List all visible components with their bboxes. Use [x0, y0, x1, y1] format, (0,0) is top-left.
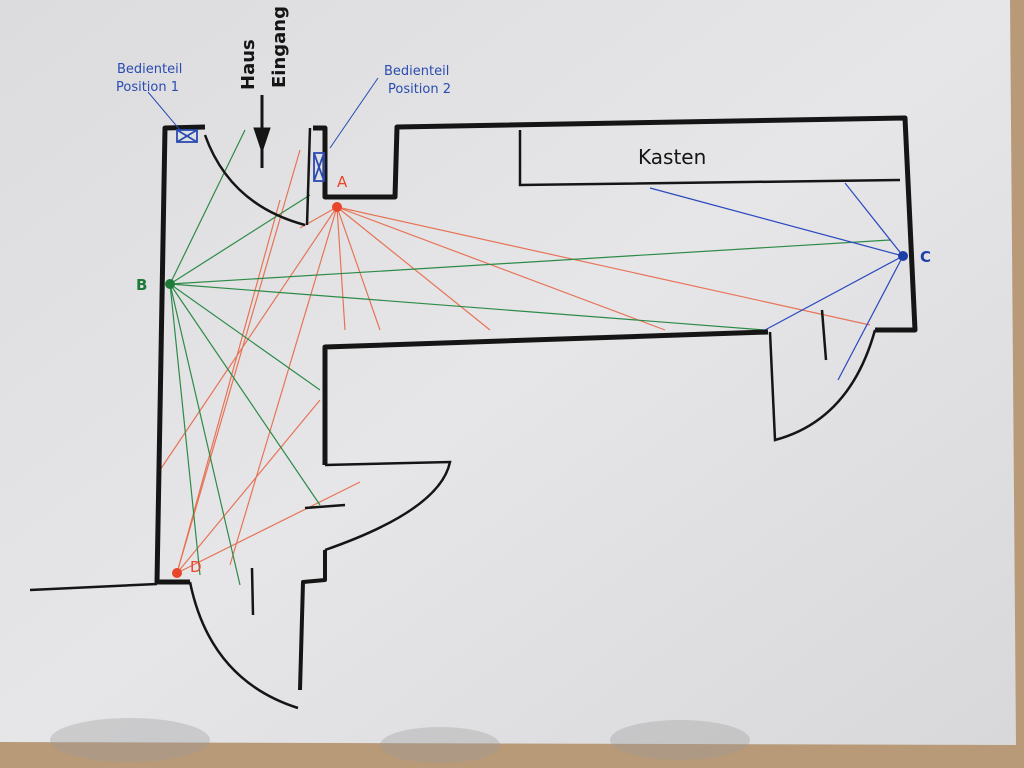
walls [154, 115, 918, 691]
sensor-label-c: C [920, 248, 931, 266]
panel-2-label-line1: Bedienteil [384, 64, 449, 79]
sensor-label-b: B [136, 276, 147, 294]
control-panel-2-icon [313, 152, 325, 182]
door-middle [324, 460, 452, 552]
door-entrance [203, 134, 306, 227]
panel-1-leader [147, 91, 181, 131]
sensor-point-c [898, 251, 908, 261]
cabinet-label: Kasten [638, 145, 706, 169]
door-bottom [188, 581, 299, 710]
panel-1-label-line2: Position 1 [116, 80, 179, 95]
sensor-point-a [332, 202, 342, 212]
panel-2-leader [329, 77, 379, 149]
cabinet-outline [518, 130, 901, 187]
sensor-label-d: D [190, 558, 202, 576]
panel-1-label-line1: Bedienteil [117, 62, 182, 77]
door-right [768, 329, 877, 442]
control-panel-1-icon [176, 129, 198, 143]
entrance-arrow-icon [253, 95, 271, 168]
paper-sheet [0, 0, 1016, 745]
sensor-label-a: A [337, 173, 348, 191]
sensor-point-b [165, 279, 175, 289]
entrance-label-line2: Eingang [269, 6, 290, 88]
thin-lines [29, 127, 901, 710]
coverage-lines-blue [649, 182, 904, 381]
coverage-lines-red [159, 149, 871, 574]
sensor-point-d [172, 568, 182, 578]
panel-2-label-line2: Position 2 [388, 82, 451, 97]
entrance-label-line1: Haus [238, 39, 259, 90]
coverage-lines-green [169, 129, 891, 586]
